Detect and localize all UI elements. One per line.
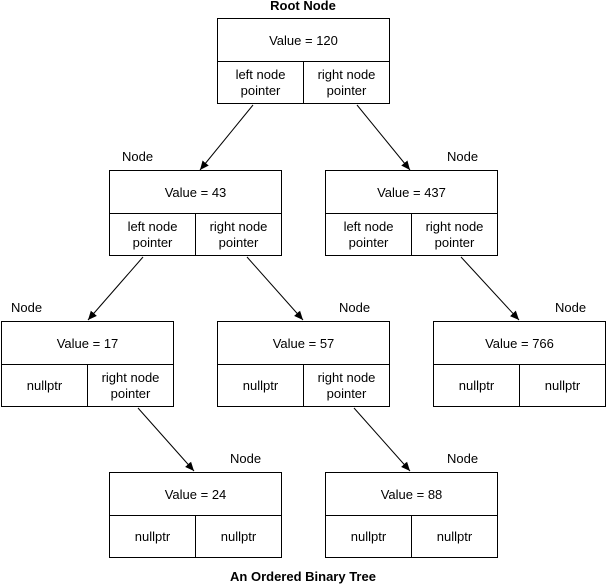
edge-120-to-43 <box>199 104 254 171</box>
node-value: Value = 17 <box>2 322 173 365</box>
left-pointer-cell: left node pointer <box>326 214 412 255</box>
right-pointer-cell: right node pointer <box>209 218 268 250</box>
left-pointer-cell: nullptr <box>110 516 196 557</box>
node-box-88: Value = 88 nullptr nullptr <box>325 472 498 558</box>
left-pointer-cell: left node pointer <box>110 214 196 255</box>
right-pointer-cell: nullptr <box>436 528 473 544</box>
left-pointer-cell: nullptr <box>2 365 88 406</box>
right-pointer-cell: right node pointer <box>317 369 376 401</box>
node-label: Node <box>447 149 479 164</box>
node-value: Value = 437 <box>326 171 497 214</box>
left-pointer-cell: nullptr <box>326 516 412 557</box>
node-box-437: Value = 437 left node pointer right node… <box>325 170 498 256</box>
node-label: Node <box>339 300 371 315</box>
left-pointer-cell: nullptr <box>434 365 520 406</box>
left-pointer-cell: left node pointer <box>218 62 304 103</box>
right-pointer-cell: nullptr <box>220 528 257 544</box>
right-pointer-cell: right node pointer <box>425 218 484 250</box>
edge-43-to-57 <box>246 256 304 321</box>
node-label: Node <box>122 149 154 164</box>
diagram-caption: An Ordered Binary Tree <box>230 569 376 584</box>
edge-120-to-437 <box>356 104 411 171</box>
node-box-24: Value = 24 nullptr nullptr <box>109 472 282 558</box>
edge-43-to-17 <box>87 256 144 321</box>
right-pointer-cell: nullptr <box>544 377 581 393</box>
node-label: Node <box>230 451 262 466</box>
node-box-17: Value = 17 nullptr right node pointer <box>1 321 174 407</box>
node-value: Value = 57 <box>218 322 389 365</box>
node-label: Node <box>555 300 587 315</box>
node-value: Value = 43 <box>110 171 281 214</box>
left-pointer-cell: nullptr <box>218 365 304 406</box>
edge-437-to-766 <box>460 256 520 321</box>
right-pointer-cell: right node pointer <box>317 66 376 98</box>
edge-57-to-88 <box>353 407 411 472</box>
node-box-43: Value = 43 left node pointer right node … <box>109 170 282 256</box>
node-box-120: Value = 120 left node pointer right node… <box>217 18 390 104</box>
node-value: Value = 88 <box>326 473 497 516</box>
node-value: Value = 24 <box>110 473 281 516</box>
node-box-57: Value = 57 nullptr right node pointer <box>217 321 390 407</box>
node-label: Node <box>447 451 479 466</box>
node-label: Node <box>11 300 43 315</box>
node-value: Value = 766 <box>434 322 605 365</box>
edge-17-to-24 <box>137 407 195 472</box>
right-pointer-cell: right node pointer <box>101 369 160 401</box>
root-node-title: Root Node <box>270 0 336 13</box>
node-value: Value = 120 <box>218 19 389 62</box>
node-box-766: Value = 766 nullptr nullptr <box>433 321 606 407</box>
